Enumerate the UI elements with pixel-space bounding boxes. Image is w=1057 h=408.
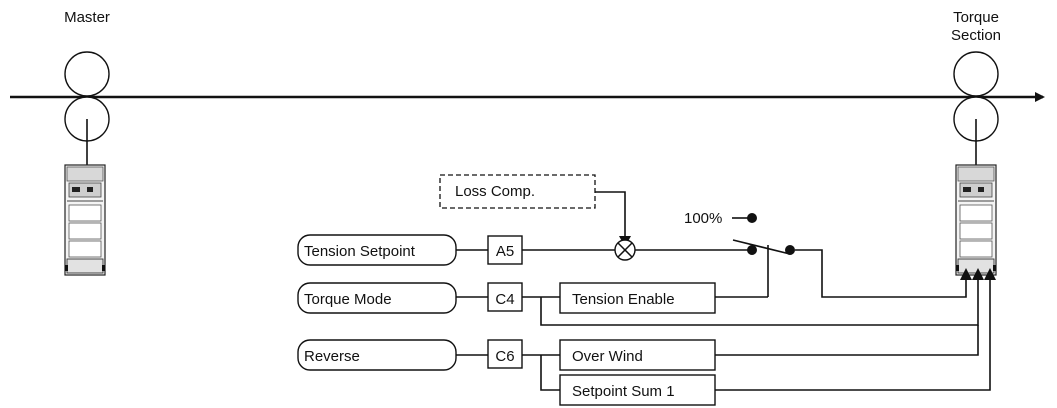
drive-input-arrow-3 bbox=[984, 268, 996, 280]
switch-blade bbox=[732, 239, 791, 255]
tension-enable-box bbox=[559, 282, 716, 314]
master-upper-roller bbox=[64, 51, 110, 97]
terminal-c6 bbox=[487, 339, 523, 369]
torque-upper-roller bbox=[953, 51, 999, 97]
terminal-c4-label: C4 bbox=[495, 291, 514, 308]
switch-common-contact bbox=[747, 245, 757, 255]
master-drive bbox=[64, 164, 106, 276]
drive-input-arrow-1 bbox=[960, 268, 972, 280]
terminal-c6-label: C6 bbox=[495, 348, 514, 365]
torque-mode-input bbox=[297, 282, 457, 314]
master-label: Master bbox=[64, 9, 110, 26]
tension-setpoint-label: Tension Setpoint bbox=[304, 243, 416, 260]
terminal-c4 bbox=[487, 282, 523, 312]
terminal-a5-label: A5 bbox=[496, 243, 514, 260]
over-wind-box bbox=[559, 339, 716, 371]
setpoint-sum-1-box bbox=[559, 374, 716, 406]
over-wind-label: Over Wind bbox=[572, 348, 643, 365]
loss-comp-box bbox=[439, 174, 596, 209]
torque-section-label-line1: Torque bbox=[953, 9, 999, 26]
hundred-percent-contact bbox=[747, 213, 757, 223]
hundred-percent-label: 100% bbox=[684, 210, 722, 227]
loss-comp-label: Loss Comp. bbox=[455, 183, 535, 200]
setpoint-sum-1-label: Setpoint Sum 1 bbox=[572, 383, 675, 400]
switch-output-contact bbox=[785, 245, 795, 255]
reverse-label: Reverse bbox=[304, 348, 360, 365]
torque-section-label-line2: Section bbox=[951, 27, 1001, 44]
summing-junction bbox=[614, 239, 636, 261]
tension-enable-label: Tension Enable bbox=[572, 291, 675, 308]
torque-section-drive bbox=[955, 164, 997, 276]
torque-mode-label: Torque Mode bbox=[304, 291, 392, 308]
drive-input-arrow-2 bbox=[972, 268, 984, 280]
